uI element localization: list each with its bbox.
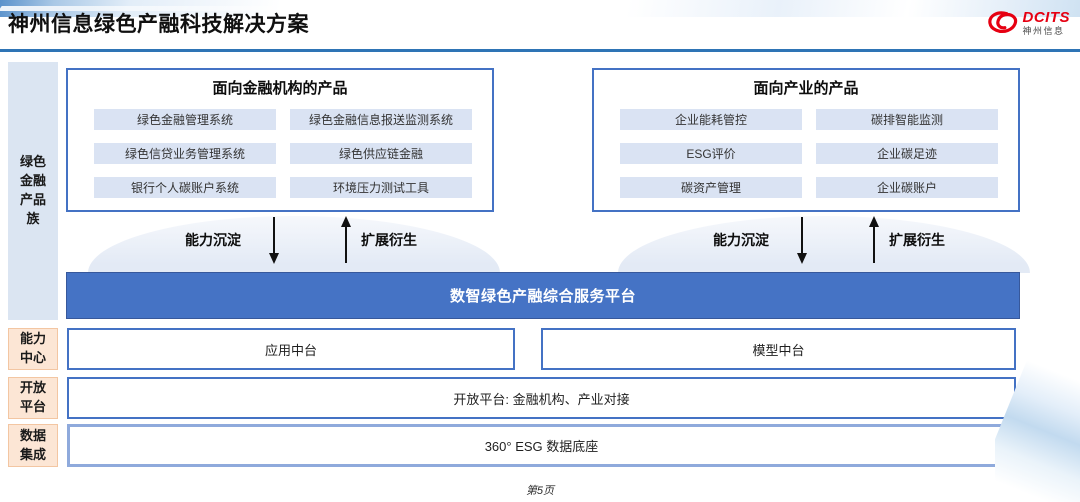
dcits-logo-icon [986,9,1020,37]
esg-data-base-box: 360° ESG 数据底座 [67,424,1016,467]
product-chip: 碳资产管理 [620,177,802,198]
product-chip: 企业碳账户 [816,177,998,198]
flow-up-label: 扩展衍生 [361,232,417,248]
flow-up-label: 扩展衍生 [889,232,945,248]
flow-down-label: 能力沉淀 [713,232,769,248]
product-box-industry-grid: 企业能耗管控 碳排智能监测 ESG评价 企业碳足迹 碳资产管理 企业碳账户 [594,98,1018,198]
page-number: 第5页 [525,485,555,497]
product-chip: 碳排智能监测 [816,109,998,130]
product-box-financial: 面向金融机构的产品 绿色金融管理系统 绿色金融信息报送监测系统 绿色信贷业务管理… [66,68,494,212]
product-chip: 环境压力测试工具 [290,177,472,198]
open-platform-box: 开放平台: 金融机构、产业对接 [67,377,1016,419]
arrow-up-icon [340,215,352,265]
product-box-industry-title: 面向产业的产品 [753,80,859,97]
rail-family-label: 绿色金融产品族 [19,154,46,226]
rail-data-integration-label: 数据集成 [19,427,46,462]
product-box-financial-title: 面向金融机构的产品 [212,80,348,97]
logo-brand-text: DCITS [1022,9,1070,26]
product-chip: 企业碳足迹 [816,143,998,164]
rail-open-platform: 开放平台 [8,377,58,419]
rail-capability-label: 能力中心 [19,331,46,365]
product-chip: 企业能耗管控 [620,109,802,130]
product-box-financial-grid: 绿色金融管理系统 绿色金融信息报送监测系统 绿色信贷业务管理系统 绿色供应链金融… [68,98,492,198]
rail-green-finance-family: 绿色金融产品族 [8,62,58,320]
product-chip: 绿色金融信息报送监测系统 [290,109,472,130]
flow-group-right: 能力沉淀 扩展衍生 [713,213,945,267]
dcits-logo: DCITS 神州信息 [986,9,1071,37]
arrow-down-icon [268,215,280,265]
rail-data-integration: 数据集成 [8,424,58,467]
header-divider [0,49,1080,52]
arrow-down-icon [796,215,808,265]
rail-capability-center: 能力中心 [8,328,58,370]
app-middle-platform-box: 应用中台 [67,328,515,370]
product-chip: 绿色供应链金融 [290,143,472,164]
product-chip: ESG评价 [620,143,802,164]
product-chip: 银行个人碳账户系统 [94,177,276,198]
product-chip: 绿色信贷业务管理系统 [94,143,276,164]
page-title: 神州信息绿色产融科技解决方案 [8,13,309,36]
product-chip: 绿色金融管理系统 [94,109,276,130]
product-box-industry: 面向产业的产品 企业能耗管控 碳排智能监测 ESG评价 企业碳足迹 碳资产管理 … [592,68,1020,212]
logo-brand-cn-text: 神州信息 [1022,26,1065,36]
model-middle-platform-box: 模型中台 [541,328,1016,370]
flow-down-label: 能力沉淀 [185,232,241,248]
rail-open-platform-label: 开放平台 [19,380,46,414]
arrow-up-icon [868,215,880,265]
platform-bar: 数智绿色产融综合服务平台 [66,272,1020,319]
flow-group-left: 能力沉淀 扩展衍生 [185,213,417,267]
top-swoosh-decoration [0,0,1080,17]
